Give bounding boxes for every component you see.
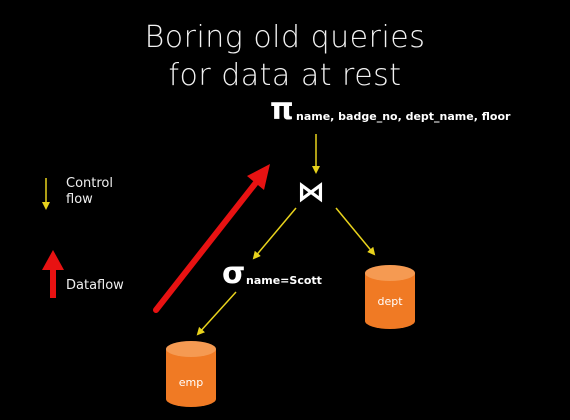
emp-table-label: emp: [179, 376, 203, 389]
title-line-1: Boring old queries: [144, 20, 426, 55]
dept-table-label: dept: [377, 295, 403, 308]
selection-symbol: σ: [222, 256, 246, 291]
control-arrow-join-to-dept: [335, 207, 376, 256]
legend-control-flow-line2: flow: [66, 192, 93, 207]
control-arrow-selection-to-emp: [196, 291, 237, 336]
dataflow-arrow: [153, 164, 270, 313]
legend-dataflow: Dataflow: [66, 278, 124, 293]
join-symbol: ⋈: [297, 175, 325, 208]
control-arrow-join-to-selection: [252, 207, 297, 260]
arrow-up-icon: [42, 250, 64, 298]
title-line-2: for data at rest: [168, 58, 402, 93]
projection-symbol: π: [270, 92, 294, 127]
database-icon: emp: [166, 341, 216, 407]
projection-attributes: name, badge_no, dept_name, floor: [296, 110, 511, 123]
legend-control-flow-line1: Control: [66, 176, 113, 191]
database-icon: dept: [365, 265, 415, 329]
selection-predicate: name=Scott: [246, 274, 322, 287]
legend-control-flow: Control flow: [66, 176, 113, 208]
